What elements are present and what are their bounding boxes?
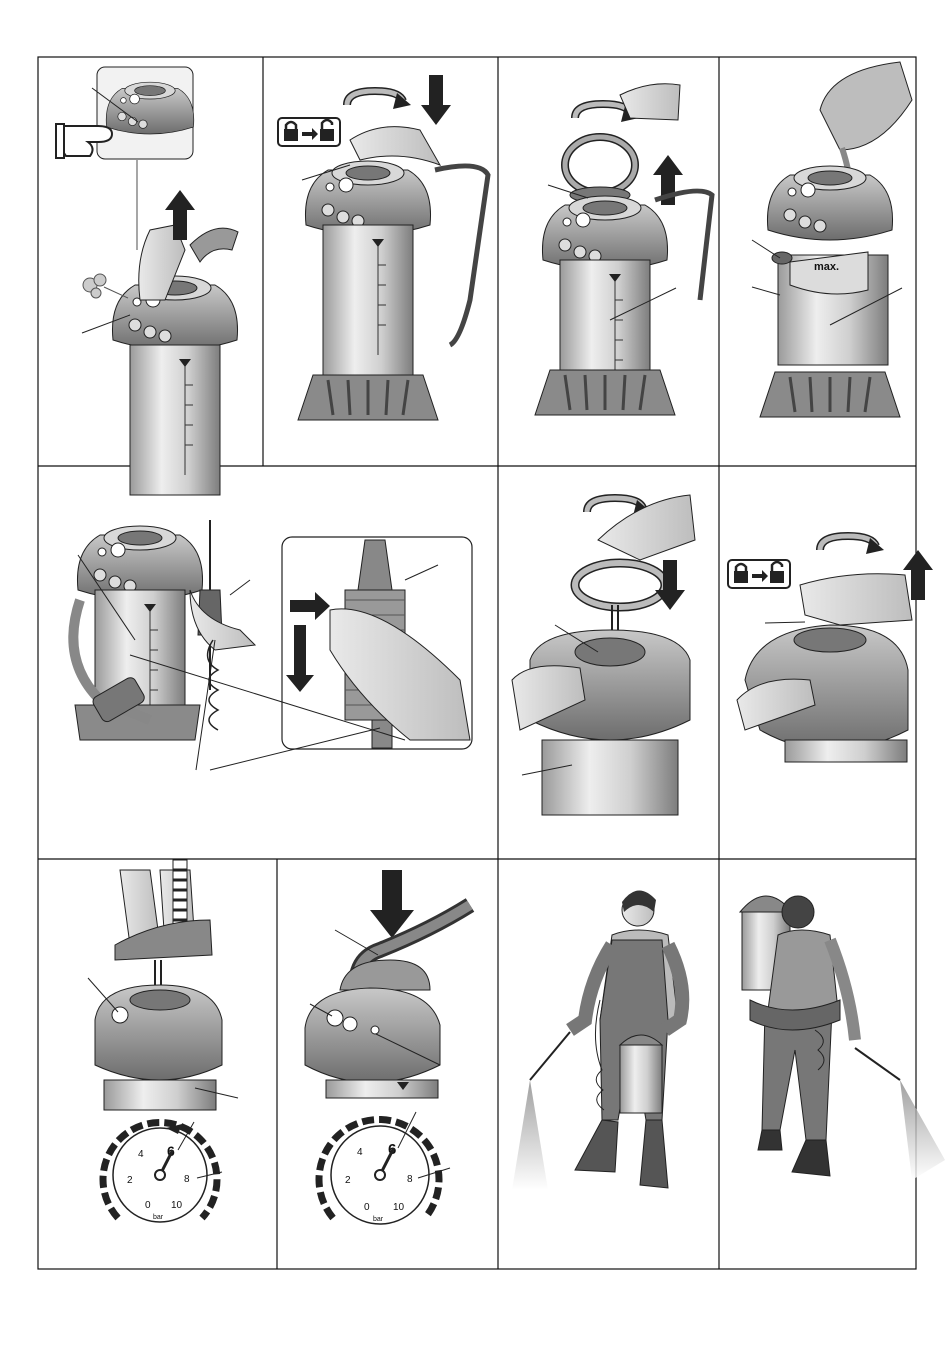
pressure-gauge-1: 0 2 4 6 8 10 bar [103,1122,222,1222]
person-back-sprayer-icon [740,896,945,1180]
panel-11-spraying-back [740,896,945,1180]
lock-to-unlock-icon [278,118,340,146]
gauge-tick-label: 10 [393,1202,405,1213]
lock-to-unlock-icon [728,560,790,588]
arrow-down-icon [655,560,685,610]
gauge-tick-label: 10 [171,1200,183,1211]
panel-8-pump-up: 0 2 4 6 8 10 bar [88,860,238,1222]
gauge-tick-label: 0 [145,1200,151,1211]
steam-icon [83,274,128,298]
gauge-tick-label: 4 [138,1149,144,1160]
gauge-unit: bar [153,1214,164,1221]
panel-7-lock-pump [728,536,933,762]
panel-9-connect-hose: 0 2 4 6 8 10 bar [305,870,470,1224]
pressure-gauge-2: 0 2 4 6 8 10 bar [319,1112,450,1224]
gauge-tick-label: 8 [407,1174,413,1185]
panel-5-spray-lance [73,520,472,770]
rotate-arrow-icon [347,91,411,109]
max-fill-label: max. [814,261,839,273]
panel-10-spraying-front [512,890,682,1190]
arrow-down-icon [421,75,451,125]
panel-1-release-pressure [56,67,238,495]
panel-6-attach-pump [512,495,695,815]
gauge-tick-label: 8 [184,1174,190,1185]
arrow-down-icon [370,870,414,938]
rotate-arrow-icon [820,536,884,554]
pour-container-icon [820,62,912,170]
panel-3-remove-lid [535,84,712,415]
panel-4-fill: max. [752,62,912,417]
gauge-unit: bar [373,1216,384,1223]
gauge-tick-label: 2 [127,1175,133,1186]
gauge-tick-label: 2 [345,1175,351,1186]
gauge-tick-label: 0 [364,1202,370,1213]
person-sprayer-icon [512,890,682,1190]
panel-2-unlock-lid [278,75,488,420]
gauge-tick-label: 4 [357,1147,363,1158]
